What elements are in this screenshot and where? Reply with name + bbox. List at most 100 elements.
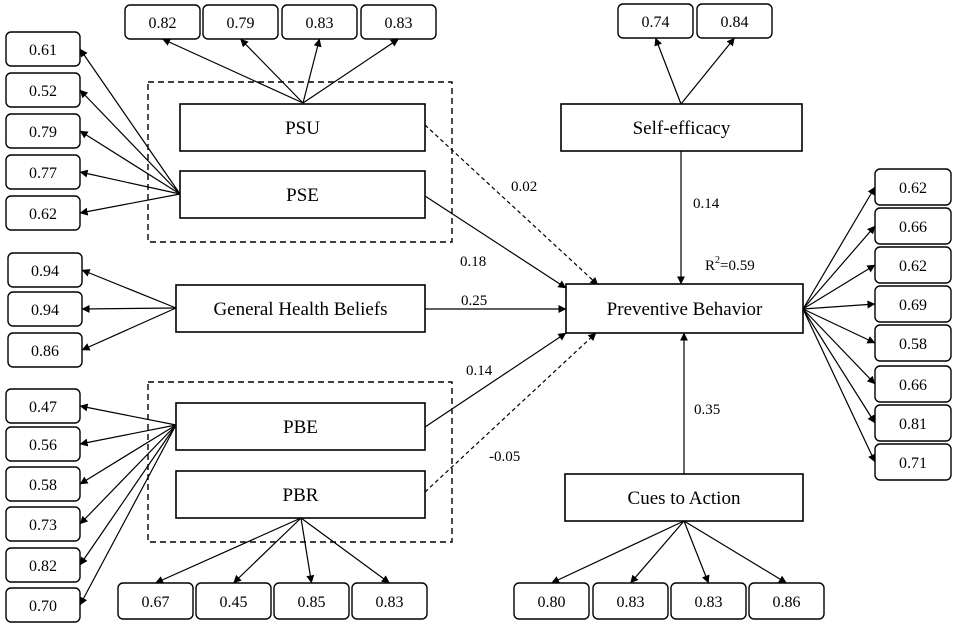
pse-loading-4: 0.77 <box>5 154 81 190</box>
psu-loading-arrow-2 <box>240 38 304 104</box>
ghb-loading-3-value: 0.86 <box>31 343 59 360</box>
pb-loading-arrow-4 <box>802 300 876 310</box>
pse-loading-1: 0.61 <box>5 31 81 67</box>
construct-psu: PSU <box>179 103 426 152</box>
pbe-loading-arrow-2 <box>79 424 177 447</box>
ca-loading-arrow-3 <box>683 520 710 584</box>
pse-loading-arrow-2 <box>79 89 181 195</box>
ghb-loading-arrow-2 <box>81 304 177 313</box>
pse-loading-3-value: 0.79 <box>29 124 57 141</box>
pb-loading-6-value: 0.66 <box>899 377 927 394</box>
path-pbe-to-pb <box>424 332 567 428</box>
pbr-loading-2: 0.45 <box>195 582 272 620</box>
pse-loading-5-value: 0.62 <box>29 206 57 223</box>
pse-loading-3: 0.79 <box>5 113 81 149</box>
psu-loading-4-value: 0.83 <box>385 15 413 32</box>
pbe-loading-6: 0.70 <box>5 587 81 623</box>
ca-loading-2: 0.83 <box>592 582 669 620</box>
ghb-loading-2-value: 0.94 <box>31 302 59 319</box>
r-squared-label: R2=0.59 <box>705 255 755 274</box>
ca-loading-3: 0.83 <box>670 582 747 620</box>
path-coef-se: 0.14 <box>693 196 720 212</box>
ghb-loading-arrow-1 <box>81 269 177 309</box>
path-pbr-to-pb <box>424 332 597 493</box>
ghb-loading-3: 0.86 <box>7 332 83 368</box>
ca-loading-4: 0.86 <box>748 582 825 620</box>
pb-loading-arrow-2 <box>802 225 876 310</box>
perceived-threat-group-frame <box>147 81 453 243</box>
ca-loading-1-value: 0.80 <box>538 594 566 611</box>
path-psu-to-pb <box>424 124 599 286</box>
pbr-loading-1-value: 0.67 <box>142 594 170 611</box>
se-loading-arrow-2 <box>680 37 735 105</box>
pb-loading-4-value: 0.69 <box>899 297 927 314</box>
psu-loading-arrow-3 <box>302 38 322 104</box>
pbe-loading-1-value: 0.47 <box>29 399 57 416</box>
pb-loading-arrow-6 <box>802 308 876 385</box>
ca-loading-arrow-1 <box>551 520 685 584</box>
path-coef-ca: 0.35 <box>694 402 720 418</box>
construct-psu-label: PSU <box>285 118 320 139</box>
psu-loading-arrow-4 <box>302 38 399 104</box>
pbr-loading-arrow-3 <box>300 517 315 584</box>
pb-loading-3: 0.62 <box>874 246 952 284</box>
pbe-loading-5-value: 0.82 <box>29 558 57 575</box>
se-loading-2: 0.84 <box>696 3 773 39</box>
pb-loading-2-value: 0.66 <box>899 219 927 236</box>
pbe-loading-arrow-1 <box>79 403 177 426</box>
pb-loading-arrow-5 <box>802 308 876 344</box>
pb-loading-7: 0.81 <box>874 404 952 442</box>
pse-loading-1-value: 0.61 <box>29 42 57 59</box>
se-loading-1-value: 0.74 <box>642 14 670 31</box>
ca-loading-1: 0.80 <box>513 582 590 620</box>
pbe-loading-2: 0.56 <box>5 426 81 462</box>
psu-loading-3-value: 0.83 <box>306 15 334 32</box>
se-loading-2-value: 0.84 <box>721 14 749 31</box>
pb-loading-7-value: 0.81 <box>899 416 927 433</box>
path-pse-to-pb <box>424 195 567 289</box>
pse-loading-5: 0.62 <box>5 195 81 231</box>
construct-pse-label: PSE <box>286 185 319 206</box>
pse-loading-arrow-4 <box>79 169 181 195</box>
pbr-loading-arrow-2 <box>233 517 302 584</box>
pb-loading-arrow-7 <box>802 308 876 424</box>
connection-lines <box>79 37 876 606</box>
pbe-loading-arrow-3 <box>79 424 177 485</box>
pb-loading-1: 0.62 <box>874 168 952 206</box>
pbr-loading-1: 0.67 <box>117 582 194 620</box>
pbe-loading-4: 0.73 <box>5 506 81 542</box>
pb-loading-arrow-8 <box>802 308 876 463</box>
psu-loading-1-value: 0.82 <box>149 15 177 32</box>
path-coef-pbe: 0.14 <box>466 363 493 379</box>
perceived-barrier-benefit-group-frame <box>147 381 453 543</box>
pb-loading-4: 0.69 <box>874 285 952 323</box>
pb-loading-6: 0.66 <box>874 365 952 403</box>
pbr-loading-arrow-1 <box>155 517 302 584</box>
construct-preventive-behavior: Preventive Behavior <box>565 283 804 334</box>
construct-se-label: Self-efficacy <box>633 118 731 139</box>
construct-pse: PSE <box>179 170 426 219</box>
pbe-loading-6-value: 0.70 <box>29 598 57 615</box>
pbe-loading-5: 0.82 <box>5 547 81 583</box>
ca-loading-2-value: 0.83 <box>617 594 645 611</box>
psu-loading-4: 0.83 <box>360 4 437 40</box>
se-loading-arrow-1 <box>654 37 682 105</box>
pb-loading-arrow-1 <box>802 186 876 310</box>
ca-loading-4-value: 0.86 <box>773 594 801 611</box>
pbe-loading-2-value: 0.56 <box>29 437 57 454</box>
pbe-loading-4-value: 0.73 <box>29 517 57 534</box>
path-coef-ghb: 0.25 <box>461 293 487 309</box>
ghb-loading-2: 0.94 <box>7 291 83 327</box>
pb-loading-3-value: 0.62 <box>899 258 927 275</box>
psu-loading-arrow-1 <box>162 38 304 104</box>
pb-loading-5-value: 0.58 <box>899 336 927 353</box>
pse-loading-2: 0.52 <box>5 72 81 108</box>
pb-loading-5: 0.58 <box>874 324 952 362</box>
pbe-loading-arrow-6 <box>79 424 177 606</box>
path-coef-psu: 0.02 <box>511 179 537 195</box>
ca-loading-arrow-4 <box>683 520 787 584</box>
construct-pbe-label: PBE <box>283 417 318 438</box>
pb-loading-8: 0.71 <box>874 443 952 481</box>
